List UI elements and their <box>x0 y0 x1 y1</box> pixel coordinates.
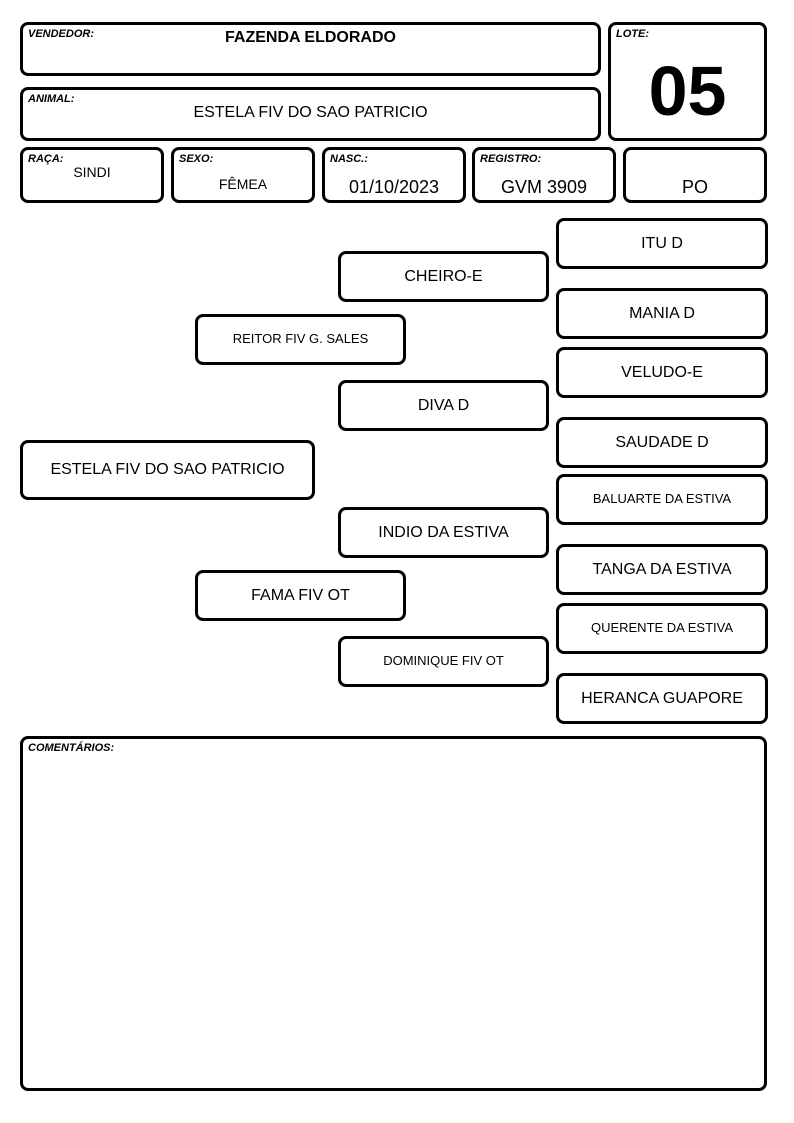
registro-box: REGISTRO: GVM 3909 <box>472 147 616 203</box>
raca-box: RAÇA: SINDI <box>20 147 164 203</box>
pedigree-dam: FAMA FIV OT <box>195 570 406 621</box>
comments-label: COMENTÁRIOS: <box>28 742 115 754</box>
vendedor-box: VENDEDOR: FAZENDA ELDORADO <box>20 22 601 76</box>
sexo-label: SEXO: <box>179 153 214 165</box>
registro-value: GVM 3909 <box>500 177 588 197</box>
sexo-box: SEXO: FÊMEA <box>171 147 315 203</box>
pedigree-dam-sire: INDIO DA ESTIVA <box>338 507 549 558</box>
comments-box: COMENTÁRIOS: <box>20 736 767 1091</box>
vendedor-label: VENDEDOR: <box>28 28 95 40</box>
nasc-label: NASC.: <box>330 153 368 165</box>
animal-label: ANIMAL: <box>28 93 75 105</box>
animal-box: ANIMAL: ESTELA FIV DO SAO PATRICIO <box>20 87 601 141</box>
lote-label: LOTE: <box>616 28 649 40</box>
pedigree-ggp-8: HERANCA GUAPORE <box>556 673 768 724</box>
raca-label: RAÇA: <box>28 153 64 165</box>
lote-number: 05 <box>648 52 727 130</box>
pedigree-ggp-4: SAUDADE D <box>556 417 768 468</box>
pedigree-dam-dam: DOMINIQUE FIV OT <box>338 636 549 687</box>
pedigree-ggp-5: BALUARTE DA ESTIVA <box>556 474 768 525</box>
tipo-value: PO <box>681 177 708 197</box>
raca-value: SINDI <box>73 164 111 180</box>
pedigree-sire: REITOR FIV G. SALES <box>195 314 406 365</box>
pedigree-ggp-6: TANGA DA ESTIVA <box>556 544 768 595</box>
tipo-box: PO <box>623 147 767 203</box>
nasc-value: 01/10/2023 <box>348 177 440 197</box>
pedigree-animal: ESTELA FIV DO SAO PATRICIO <box>20 440 315 500</box>
pedigree-ggp-2: MANIA D <box>556 288 768 339</box>
pedigree-sire-sire: CHEIRO-E <box>338 251 549 302</box>
pedigree-sire-dam: DIVA D <box>338 380 549 431</box>
pedigree-ggp-7: QUERENTE DA ESTIVA <box>556 603 768 654</box>
nasc-box: NASC.: 01/10/2023 <box>322 147 466 203</box>
sexo-value: FÊMEA <box>218 176 268 192</box>
pedigree-ggp-1: ITU D <box>556 218 768 269</box>
pedigree-ggp-3: VELUDO-E <box>556 347 768 398</box>
lote-box: LOTE: 05 <box>608 22 767 141</box>
animal-value: ESTELA FIV DO SAO PATRICIO <box>193 104 428 121</box>
registro-label: REGISTRO: <box>480 153 542 165</box>
vendedor-value: FAZENDA ELDORADO <box>225 29 396 46</box>
